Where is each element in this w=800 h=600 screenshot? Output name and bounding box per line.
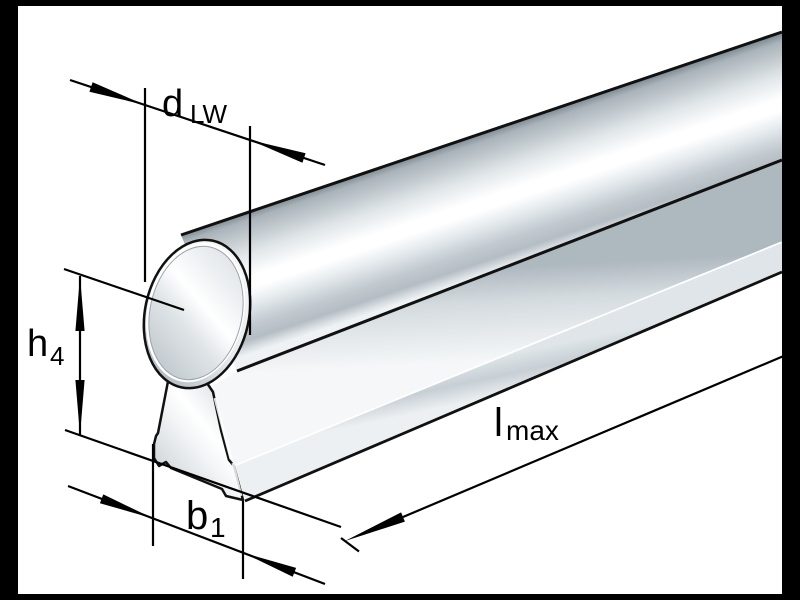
dim-label-center-height: h: [27, 323, 48, 365]
dim-arrowhead: [75, 380, 85, 435]
dim-label-shaft-diameter: d: [162, 83, 183, 125]
shaft-end-face: [148, 245, 244, 381]
dim-arrowhead: [75, 276, 85, 331]
dimension-base-width: [67, 444, 326, 586]
extension-stub: [340, 537, 360, 553]
shaft-body: [181, 32, 782, 371]
dim-arrowhead: [345, 512, 405, 541]
dim-label-center-height-sub: 4: [50, 341, 64, 371]
leader-line-to-shaft-center: [63, 267, 185, 312]
frame-right: [782, 0, 800, 600]
dimension-shaft-diameter: [69, 78, 326, 335]
dim-label-max-length-sub: max: [506, 415, 559, 446]
dim-label-shaft-diameter-sub: LW: [190, 99, 228, 129]
shaft-top-edge: [180, 30, 783, 237]
dim-arrowhead: [250, 140, 306, 163]
rail-front-face: [152, 369, 245, 502]
dim-label-max-length: l: [494, 401, 503, 445]
dim-arrowhead: [243, 552, 297, 577]
shaft-bottom-edge: [236, 158, 783, 373]
dim-arrowhead: [99, 494, 153, 519]
extension-line: [64, 428, 342, 529]
dimension-max-length: [340, 353, 787, 553]
dim-arrowhead: [89, 82, 145, 105]
dim-label-base-width-sub: 1: [210, 512, 226, 543]
rail-front-edge-highlight: [213, 397, 233, 460]
frame-left: [0, 0, 18, 600]
frame-bottom: [0, 594, 800, 600]
dim-label-base-width: b: [186, 494, 208, 538]
dimension-line: [402, 353, 787, 519]
rail-bottom-edge: [244, 270, 783, 503]
shaft: [142, 30, 783, 390]
rail-side-face: [236, 243, 782, 501]
rail-top-face: [213, 160, 782, 465]
frame-top: [0, 0, 800, 6]
dimension-center-height: [63, 267, 342, 529]
